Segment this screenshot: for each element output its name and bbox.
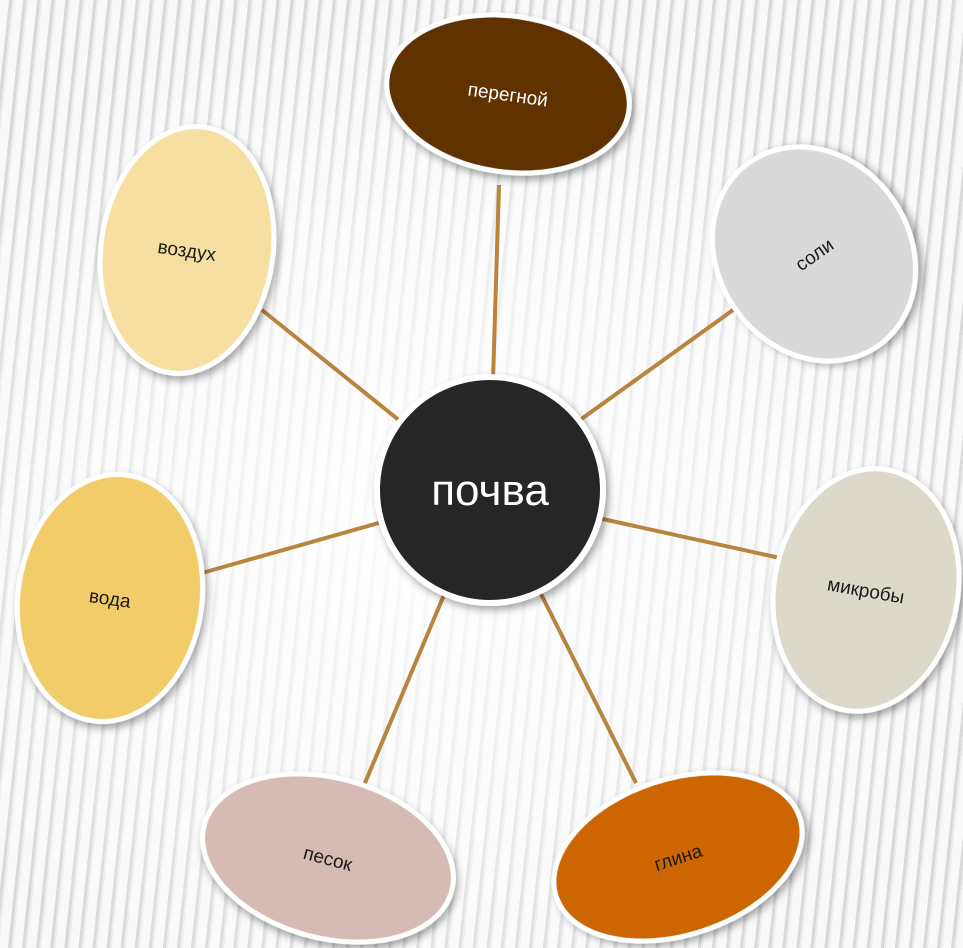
connectors [201, 184, 781, 791]
center-node: почва [374, 374, 606, 606]
node-vozdukh: воздух [97, 124, 277, 376]
center-node-shape [374, 374, 606, 606]
connector-soli [578, 303, 742, 422]
connector-peregnoi [491, 184, 501, 381]
node-pesok: песок [200, 771, 456, 945]
node-mikroby-shape [770, 466, 962, 714]
node-soli-shape [709, 144, 919, 364]
connector-voda [201, 520, 383, 575]
connector-mikroby [597, 516, 781, 560]
node-mikroby: микробы [770, 466, 962, 714]
node-voda-shape [14, 472, 206, 724]
node-peregnoi: перегной [384, 12, 632, 176]
center-node-label: почва [431, 466, 549, 515]
node-glina: глина [551, 770, 805, 944]
node-vozdukh-shape [97, 124, 277, 376]
node-voda: вода [14, 472, 206, 724]
node-soli: соли [709, 144, 919, 364]
connector-glina [538, 591, 638, 784]
node-pesok-shape [200, 771, 456, 945]
node-peregnoi-shape [384, 12, 632, 176]
connector-pesok [360, 594, 446, 791]
node-glina-shape [551, 770, 805, 944]
connector-vozdukh [260, 308, 407, 427]
